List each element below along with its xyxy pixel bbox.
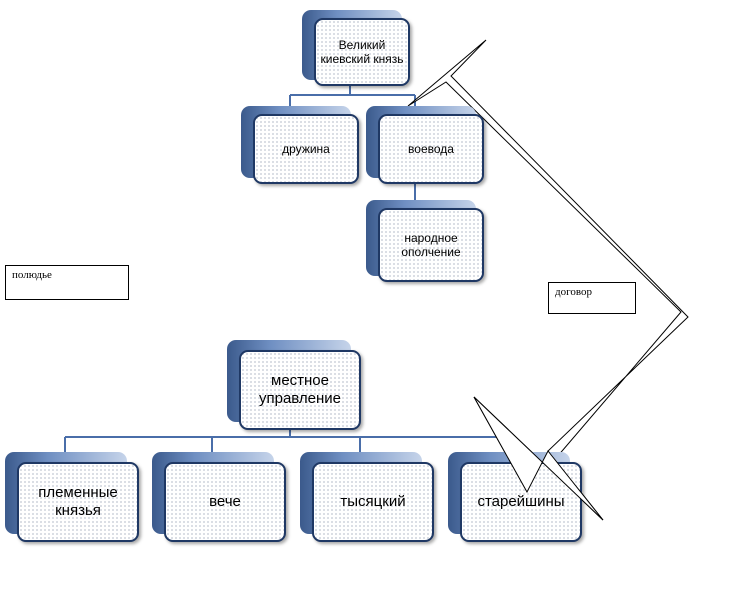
polyudye-textbox: полюдье — [5, 265, 129, 300]
node-veche-label: вече — [164, 462, 286, 542]
node-local-government-label: местное управление — [239, 350, 361, 430]
node-tysyatsky-label: тысяцкий — [312, 462, 434, 542]
node-grand-prince: Великий киевский князь — [302, 10, 410, 86]
node-veche: вече — [152, 452, 286, 542]
treaty-textbox: договор — [548, 282, 636, 314]
node-voevoda-label: воевода — [378, 114, 484, 184]
node-elders-label: старейшины — [460, 462, 582, 542]
node-local-government: местное управление — [227, 340, 361, 430]
node-druzhina: дружина — [241, 106, 359, 184]
node-druzhina-label: дружина — [253, 114, 359, 184]
polyudye-label: полюдье — [12, 269, 52, 281]
node-tribal-princes-label: племенные князья — [17, 462, 139, 542]
treaty-label: договор — [555, 286, 592, 298]
node-tysyatsky: тысяцкий — [300, 452, 434, 542]
node-militia-label: народное ополчение — [378, 208, 484, 282]
node-grand-prince-label: Великий киевский князь — [314, 18, 410, 86]
node-militia: народное ополчение — [366, 200, 484, 282]
bottom-tree-lines — [64, 427, 509, 452]
node-tribal-princes: племенные князья — [5, 452, 139, 542]
node-voevoda: воевода — [366, 106, 484, 184]
node-elders: старейшины — [448, 452, 582, 542]
top-tree-lines — [289, 84, 416, 202]
